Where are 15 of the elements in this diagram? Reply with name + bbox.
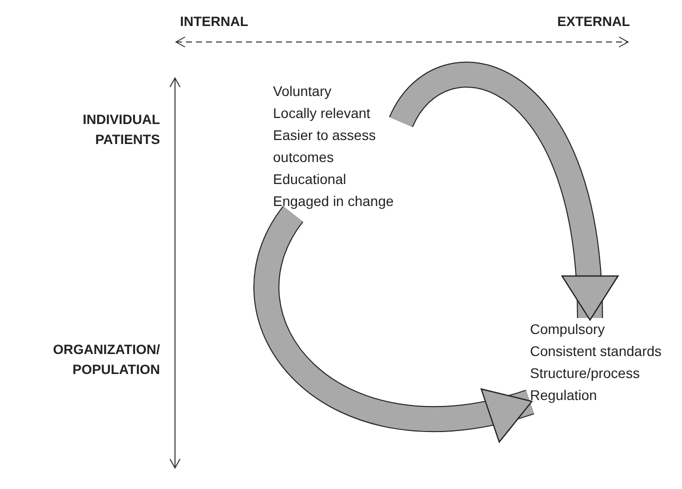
text-line: Compulsory <box>530 320 606 339</box>
text-line: Voluntary <box>273 82 332 101</box>
text-line: Educational <box>273 170 348 189</box>
text-line: Locally relevant <box>273 104 372 123</box>
text-line: Consistent standards <box>530 342 663 361</box>
curved-arrow <box>254 207 534 440</box>
curved-arrow <box>390 62 616 321</box>
axis-label: ORGANIZATION/ POPULATION <box>52 341 160 379</box>
text-line: Engaged in change <box>273 192 395 211</box>
text-line: Structure/process <box>530 364 641 383</box>
axis-label: EXTERNAL <box>556 13 630 31</box>
text-line: Easier to assess outcomes <box>273 126 377 167</box>
axis-label: INDIVIDUAL PATIENTS <box>82 111 160 149</box>
axis-label: INTERNAL <box>180 13 250 31</box>
text-line: Regulation <box>530 386 598 405</box>
